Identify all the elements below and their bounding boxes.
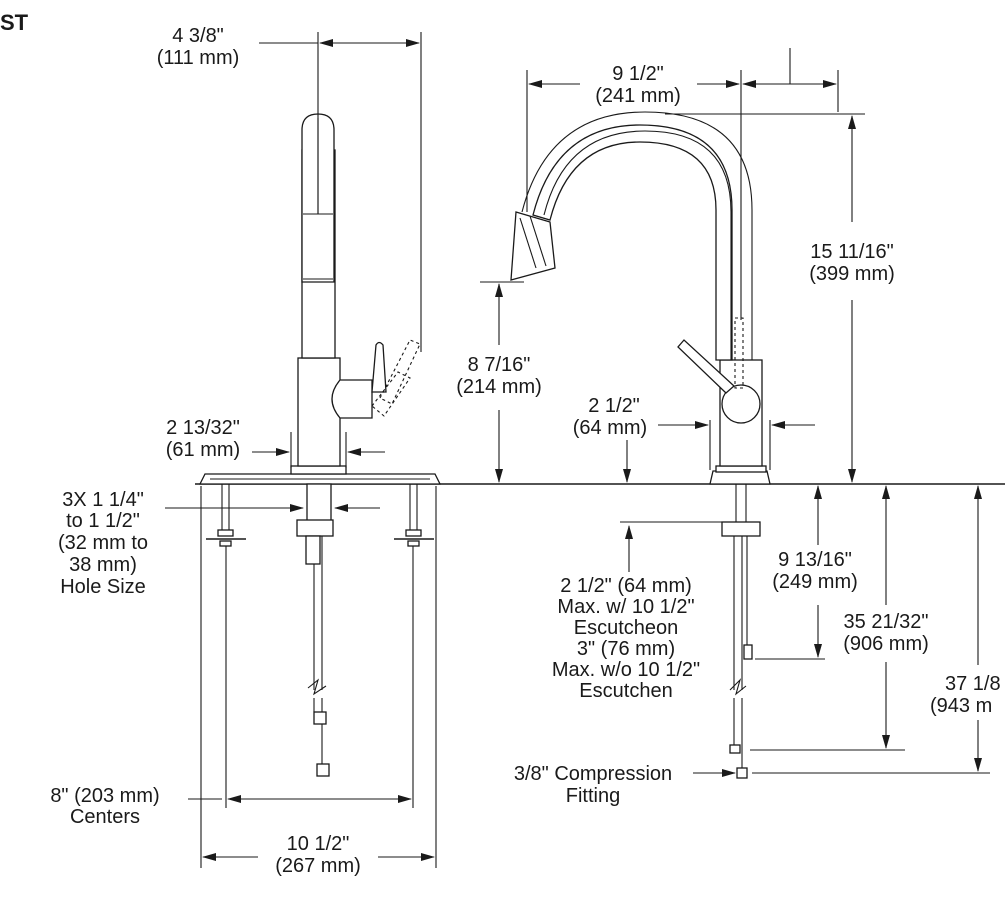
faucet-height-mm: (399 mm): [809, 263, 895, 285]
escutcheon-width-mm: (267 mm): [275, 855, 361, 877]
dimension-base-dia-side: 2 13/32" (61 mm): [166, 417, 385, 468]
side-mounting-nut: [296, 519, 334, 537]
side-handle-hub: [331, 379, 373, 419]
hole-size-line2: to 1 1/2": [66, 510, 140, 532]
dimension-centers: 8" (203 mm) Centers: [50, 546, 414, 828]
side-coupling: [305, 535, 321, 565]
compression-fitting-line1: 3/8" Compression: [514, 763, 672, 785]
dimension-total-length: 37 1/8 (943 m: [752, 485, 1001, 774]
side-hose-fitting-b: [316, 763, 330, 777]
deck-thickness-line4: 3" (76 mm): [577, 638, 675, 660]
hole-size-line1: 3X 1 1/4": [62, 489, 144, 511]
base-dia-front-inches: 2 1/2": [588, 395, 640, 417]
spout-reach-inches: 9 1/2": [612, 63, 664, 85]
front-pulldown-head: [510, 211, 556, 281]
side-hose-fitting-a: [313, 711, 327, 725]
side-handle-lever: [371, 341, 387, 393]
hose-length-mm: (906 mm): [843, 633, 929, 655]
front-base: [709, 470, 771, 485]
front-handle-hub: [721, 384, 761, 424]
dimension-hole-size: 3X 1 1/4" to 1 1/2" (32 mm to 38 mm) Hol…: [58, 489, 380, 598]
base-dia-front-mm: (64 mm): [573, 417, 647, 439]
deck-thickness-line1: 2 1/2" (64 mm): [560, 575, 692, 597]
deck-thickness-line5: Max. w/o 10 1/2": [552, 659, 700, 681]
base-dia-side-mm: (61 mm): [166, 439, 240, 461]
front-mounting-nut: [721, 521, 761, 537]
shank-length-mm: (249 mm): [772, 571, 858, 593]
drawing-title: ST: [0, 10, 29, 35]
top-width-mm: (111 mm): [157, 47, 240, 69]
dimension-shank-length: 9 13/16" (249 mm): [755, 485, 858, 660]
dimension-hose-length: 35 21/32" (906 mm): [750, 485, 929, 751]
top-width-inches: 4 3/8": [172, 25, 224, 47]
escutcheon-bolt-left: [206, 484, 246, 547]
dimension-top-width: 4 3/8" (111 mm): [157, 25, 422, 352]
spout-clearance-mm: (214 mm): [456, 376, 542, 398]
compression-fitting-line2: Fitting: [566, 785, 620, 807]
spout-clearance-inches: 8 7/16": [468, 354, 531, 376]
dimension-escutcheon-width: 10 1/2" (267 mm): [200, 486, 437, 877]
dimension-base-dia-front: 2 1/2" (64 mm): [573, 395, 815, 483]
front-compression-fitting: [736, 767, 748, 779]
side-base-ring: [290, 465, 347, 475]
front-handle-lever: [677, 339, 735, 394]
base-dia-side-inches: 2 13/32": [166, 417, 240, 439]
centers-inches: 8" (203 mm): [50, 785, 159, 807]
hole-size-line3: (32 mm to: [58, 532, 148, 554]
shank-length-inches: 9 13/16": [778, 549, 852, 571]
hose-length-inches: 35 21/32": [844, 611, 929, 633]
escutcheon-width-inches: 10 1/2": [287, 833, 350, 855]
dimension-spout-reach: 9 1/2" (241 mm): [526, 48, 839, 320]
side-mounting-shank: [306, 483, 332, 523]
spout-reach-mm: (241 mm): [595, 85, 681, 107]
faucet-height-inches: 15 11/16": [810, 241, 893, 263]
total-length-mm: (943 m: [930, 695, 992, 717]
dimension-deck-thickness: 2 1/2" (64 mm) Max. w/ 10 1/2" Escutcheo…: [552, 521, 722, 702]
deck-thickness-line3: Escutcheon: [574, 617, 679, 639]
dimension-spout-clearance: 8 7/16" (214 mm): [456, 281, 542, 483]
side-faucet-body: [297, 357, 341, 467]
total-length-inches: 37 1/8: [945, 673, 1001, 695]
hole-size-line5: Hole Size: [60, 576, 146, 598]
escutcheon-bolt-right: [394, 484, 434, 547]
dimension-faucet-height: 15 11/16" (399 mm): [665, 113, 895, 483]
deck-thickness-line6: Escutchen: [579, 680, 672, 702]
callout-compression-fitting: 3/8" Compression Fitting: [514, 763, 736, 807]
hole-size-line4: 38 mm): [69, 554, 137, 576]
front-view-faucet: [510, 111, 771, 779]
deck-thickness-line2: Max. w/ 10 1/2": [557, 596, 694, 618]
centers-label: Centers: [70, 806, 140, 828]
side-view-faucet: [198, 113, 442, 777]
